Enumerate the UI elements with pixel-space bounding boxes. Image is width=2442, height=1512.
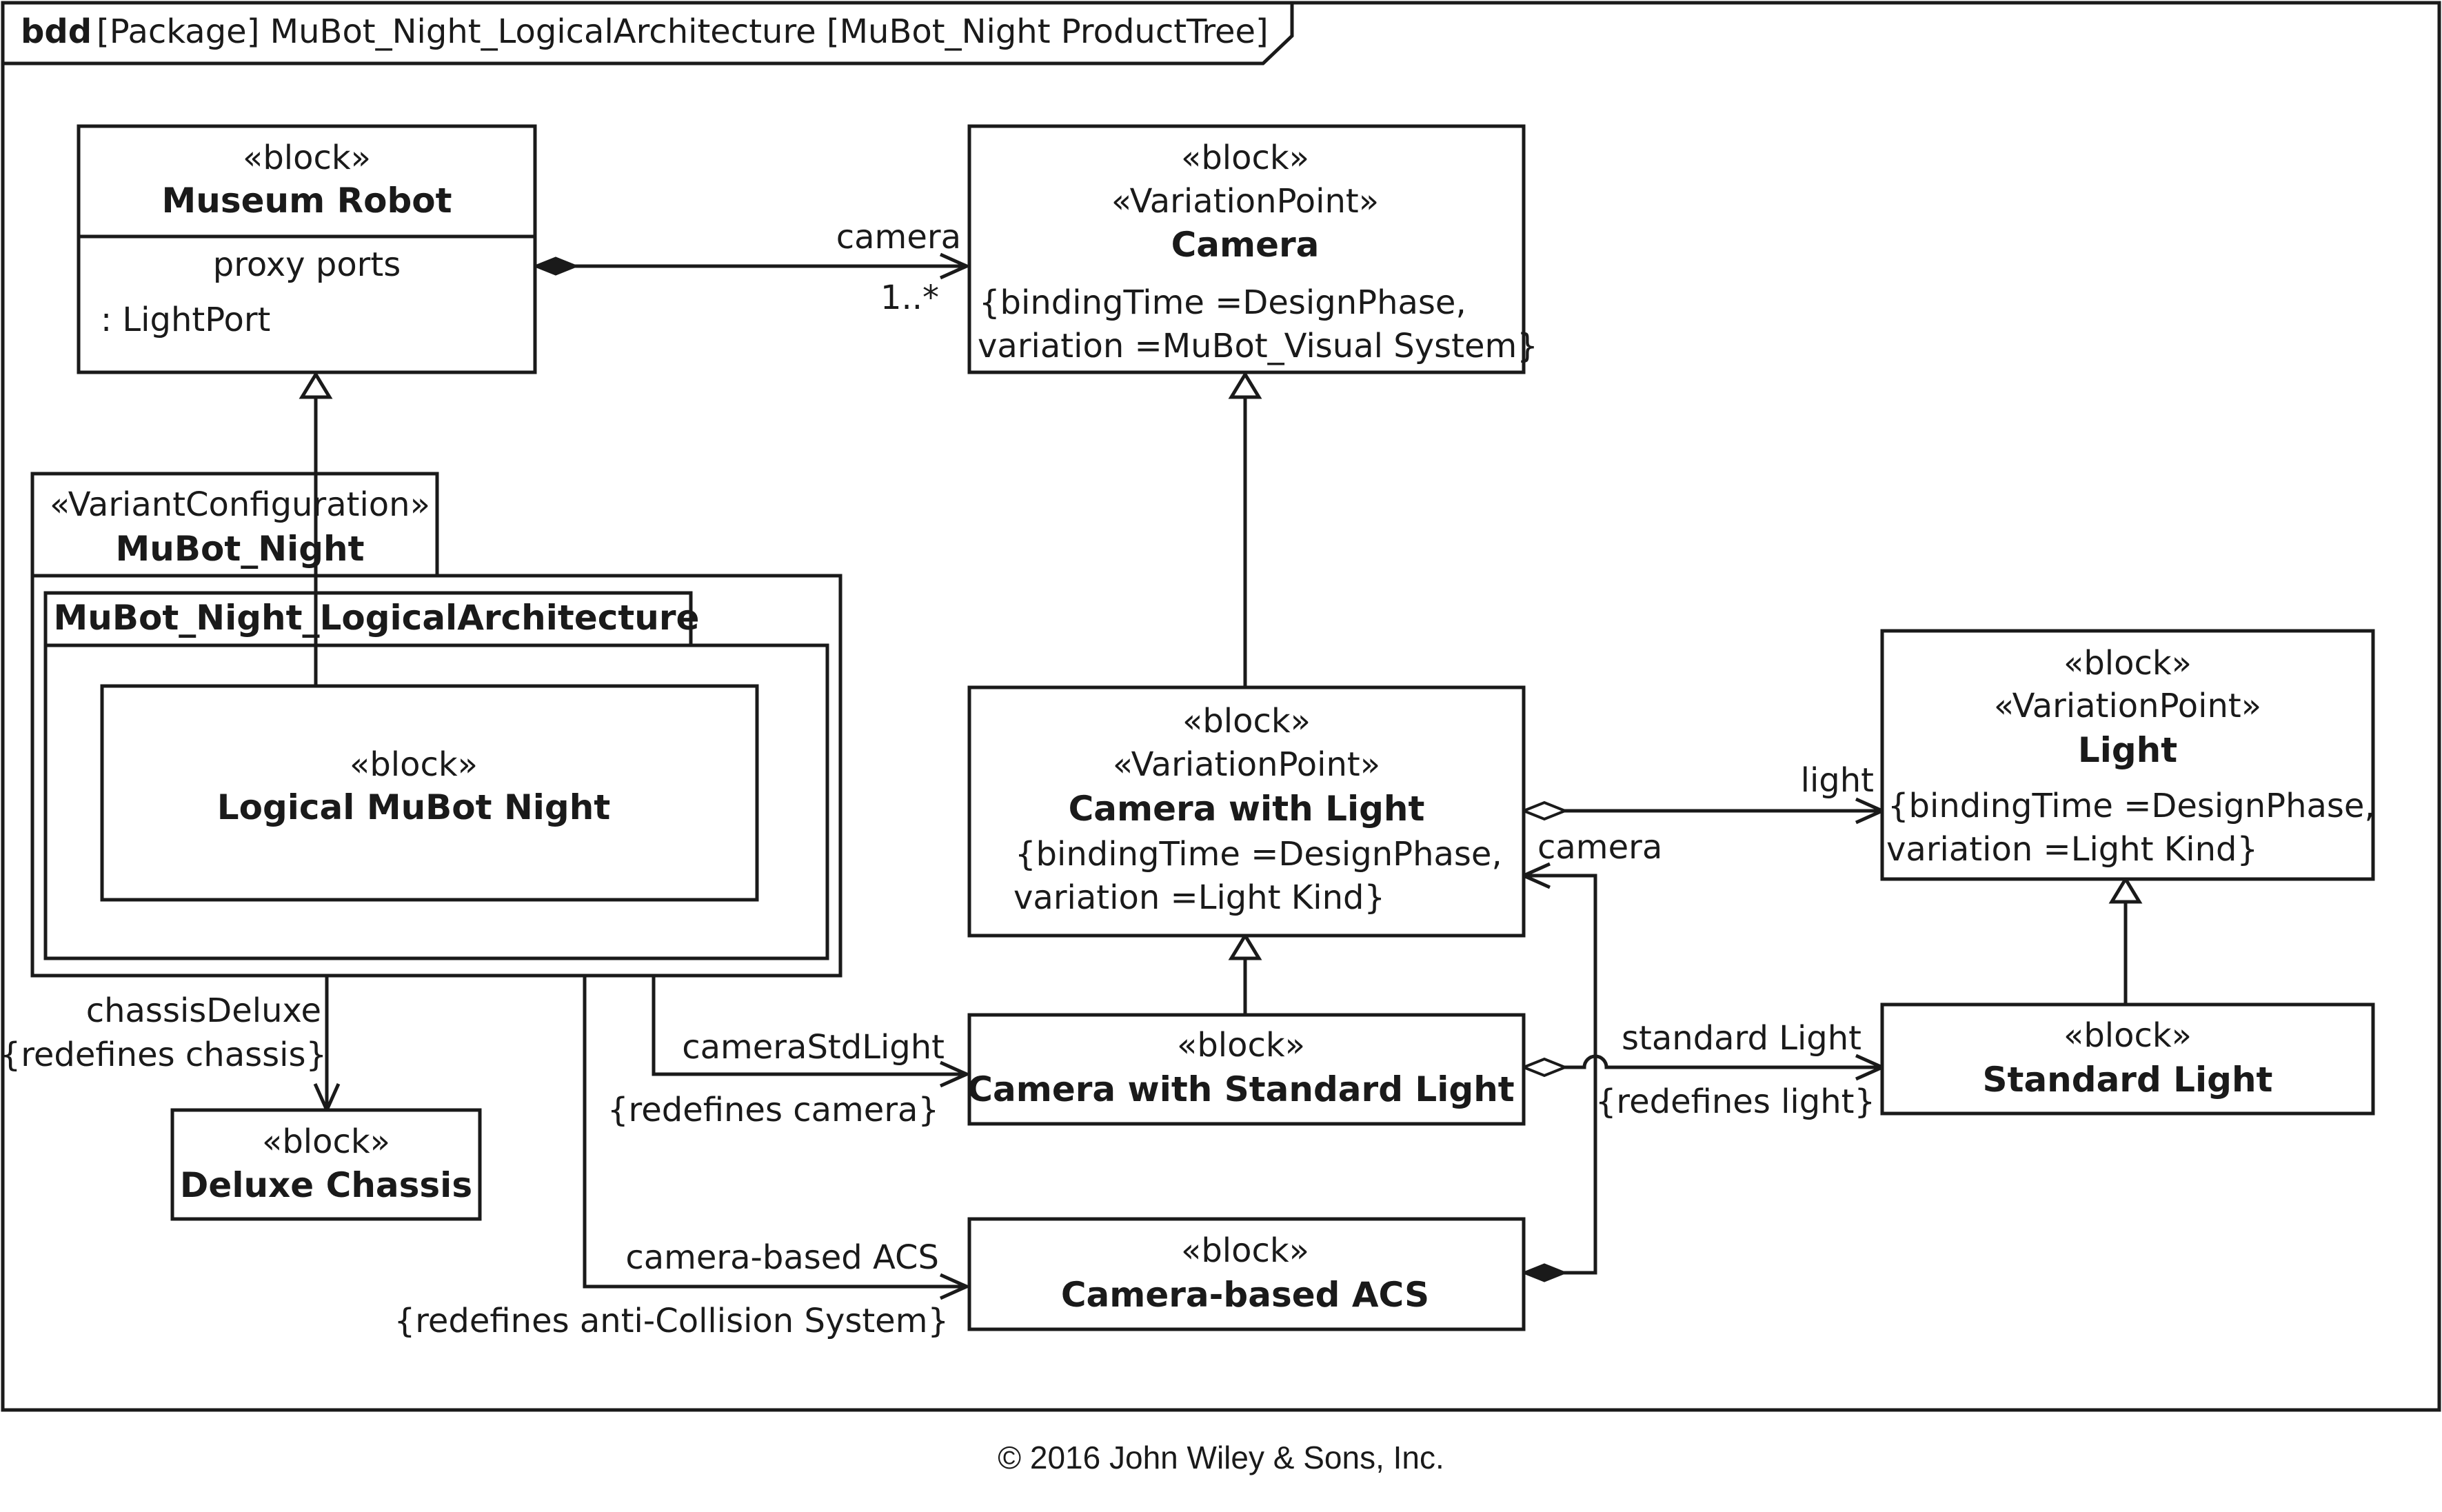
block-camera[interactable]: «block» «VariationPoint» Camera {binding… <box>967 124 1538 374</box>
redefines-anti-collision: {redefines anti-Collision System} <box>394 1302 949 1340</box>
block-name: Deluxe Chassis <box>180 1165 472 1205</box>
camera-std-light-generalization <box>1228 932 1262 1014</box>
block-museum-robot[interactable]: «block» Museum Robot proxy ports : Light… <box>77 124 537 374</box>
constraint-line-2: variation =MuBot_Visual System} <box>978 327 1538 365</box>
standard-light-generalization <box>2108 876 2143 1004</box>
stereotype-label: «VariantConfiguration» <box>50 485 430 524</box>
constraint-line-2: variation =Light Kind} <box>1013 878 1385 917</box>
block-name: Light <box>2078 730 2177 770</box>
block-name: Camera-based ACS <box>1061 1275 1429 1315</box>
camera-with-light-generalization <box>1228 371 1262 686</box>
port-entry: : LightPort <box>101 301 270 339</box>
block-name: Logical MuBot Night <box>217 787 610 827</box>
stereotype-label: «block» <box>2063 644 2192 683</box>
role-chassis-deluxe: chassisDeluxe <box>86 991 321 1030</box>
multiplicity-camera: 1..* <box>880 279 939 317</box>
redefines-chassis: {redefines chassis} <box>0 1036 327 1074</box>
role-camera-std-light: cameraStdLight <box>682 1028 945 1067</box>
constraint-line-1: {bindingTime =DesignPhase, <box>979 283 1466 322</box>
stereotype-label: «block» <box>1181 1231 1309 1270</box>
role-camera: camera <box>836 218 961 256</box>
block-logical-mubot-night[interactable]: «block» Logical MuBot Night <box>100 684 759 902</box>
redefines-light: {redefines light} <box>1595 1082 1875 1121</box>
constraint-line-1: {bindingTime =DesignPhase, <box>1888 787 2375 825</box>
museum-robot-camera-association <box>532 258 967 274</box>
role-light: light <box>1801 761 1874 800</box>
block-camera-based-acs[interactable]: «block» Camera-based ACS <box>967 1217 1526 1331</box>
part-name: MuBot_Night_LogicalArchitecture <box>54 598 700 638</box>
frame-title: [Package] MuBot_Night_LogicalArchitectur… <box>97 12 1269 51</box>
block-name: Camera <box>1171 225 1320 265</box>
constraint-line-2: variation =Light Kind} <box>1886 830 2258 869</box>
block-deluxe-chassis[interactable]: «block» Deluxe Chassis <box>170 1108 482 1221</box>
stereotype-label: «block» <box>2063 1016 2192 1055</box>
block-name: MuBot_Night <box>116 529 365 569</box>
block-light[interactable]: «block» «VariationPoint» Light {bindingT… <box>1880 629 2375 881</box>
constraint-line-1: {bindingTime =DesignPhase, <box>1015 835 1502 874</box>
block-name: Camera with Standard Light <box>967 1069 1514 1109</box>
acs-camera-association <box>1520 876 1597 1282</box>
block-name: Standard Light <box>1983 1060 2273 1100</box>
stereotype-label: «block» <box>1177 1026 1305 1065</box>
diagram-frame: bdd [Package] MuBot_Night_LogicalArchite… <box>1 1 2441 1412</box>
block-name: Museum Robot <box>161 181 452 221</box>
camera-with-light-light-association <box>1520 803 1882 819</box>
block-name: Camera with Light <box>1069 789 1425 829</box>
redefines-camera: {redefines camera} <box>607 1091 939 1129</box>
stereotype-label-2: «VariationPoint» <box>1111 182 1379 221</box>
stereotype-label-2: «VariationPoint» <box>1994 687 2261 725</box>
block-standard-light[interactable]: «block» Standard Light <box>1880 1002 2375 1116</box>
role-standard-light: standard Light <box>1622 1019 1861 1058</box>
compartment-title: proxy ports <box>213 245 401 284</box>
role-cwl-camera: camera <box>1537 828 1662 867</box>
block-camera-with-light[interactable]: «block» «VariationPoint» Camera with Lig… <box>967 685 1526 938</box>
stereotype-label: «block» <box>1182 702 1311 740</box>
stereotype-label: «block» <box>350 745 478 784</box>
camstd-standard-light-association <box>1520 1056 1882 1076</box>
stereotype-label: «block» <box>262 1122 390 1161</box>
stereotype-label: «block» <box>243 139 371 177</box>
stereotype-label-2: «VariationPoint» <box>1113 745 1380 784</box>
block-camera-with-standard-light[interactable]: «block» Camera with Standard Light <box>967 1013 1526 1126</box>
frame-kind: bdd <box>21 12 92 51</box>
stereotype-label: «block» <box>1181 139 1309 177</box>
role-camera-based-acs: camera-based ACS <box>625 1238 939 1277</box>
copyright-notice: © 2016 John Wiley & Sons, Inc. <box>998 1440 1444 1475</box>
